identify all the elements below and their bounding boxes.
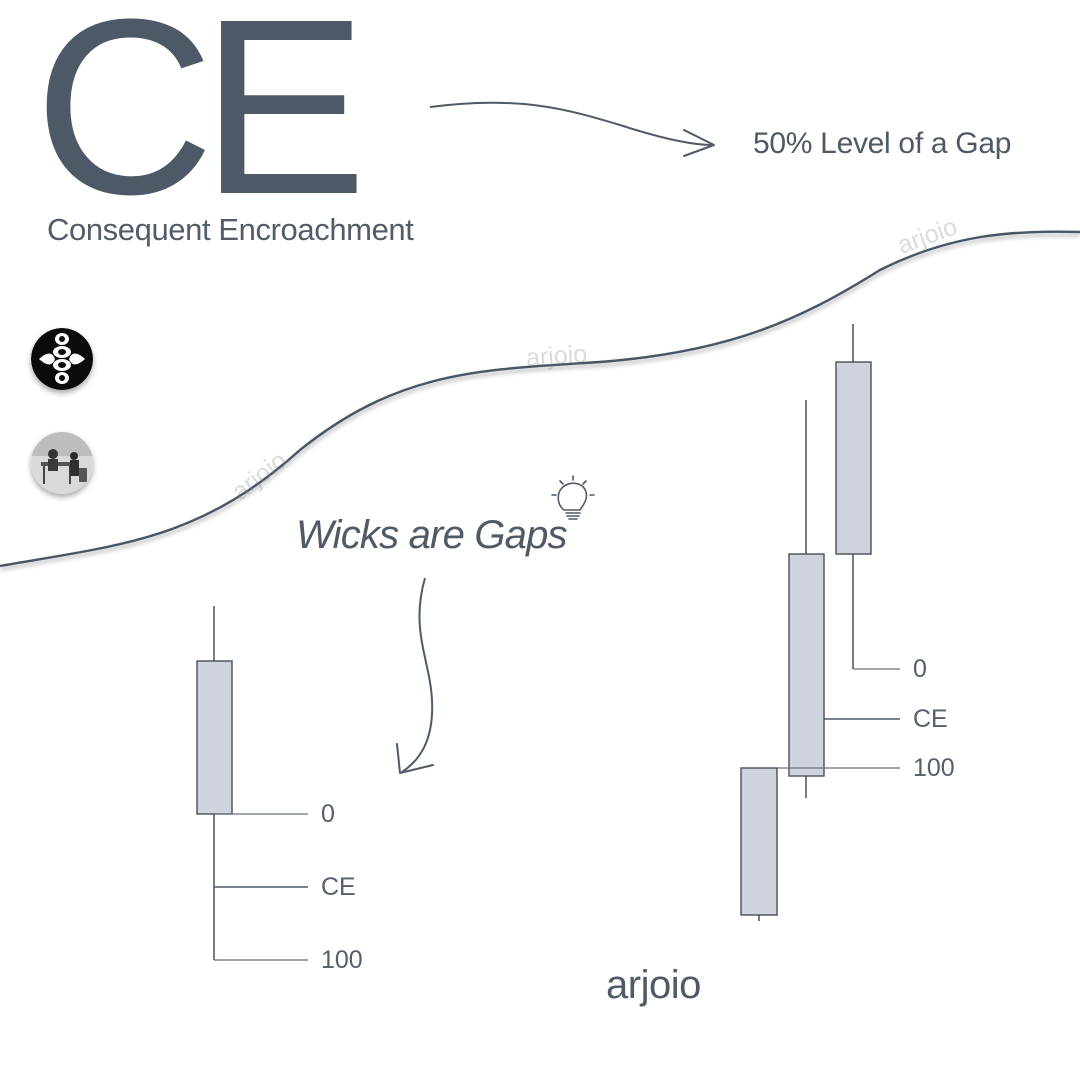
right-level-label-ce: CE [913, 705, 948, 733]
brand-name: arjoio [606, 963, 701, 1007]
watermark-text: arjoio [525, 339, 589, 373]
right-candle-3-body [835, 361, 872, 555]
right-candles-example [740, 324, 900, 921]
arrow-to-definition [429, 101, 715, 157]
right-level-label-0: 0 [913, 655, 927, 683]
left-candle-example [196, 606, 308, 961]
arrow-to-left-candle [396, 577, 434, 774]
left-candle-body [196, 660, 233, 815]
lightbulb-icon [551, 475, 595, 520]
profile-photo-icon [31, 432, 93, 494]
logo-emblem-icon [31, 328, 93, 390]
left-level-label-0: 0 [321, 800, 335, 828]
tip-text: Wicks are Gaps [296, 513, 568, 557]
definition-text: 50% Level of a Gap [753, 127, 1012, 160]
left-level-label-ce: CE [321, 873, 356, 901]
right-level-label-100: 100 [913, 754, 955, 782]
left-level-label-100: 100 [321, 946, 363, 974]
title-abbreviation: CE [34, 0, 367, 246]
right-candle-1-body [740, 767, 778, 916]
wave-divider [0, 230, 1080, 568]
right-candle-2-body [788, 553, 825, 777]
title-full-name: Consequent Encroachment [47, 212, 414, 247]
